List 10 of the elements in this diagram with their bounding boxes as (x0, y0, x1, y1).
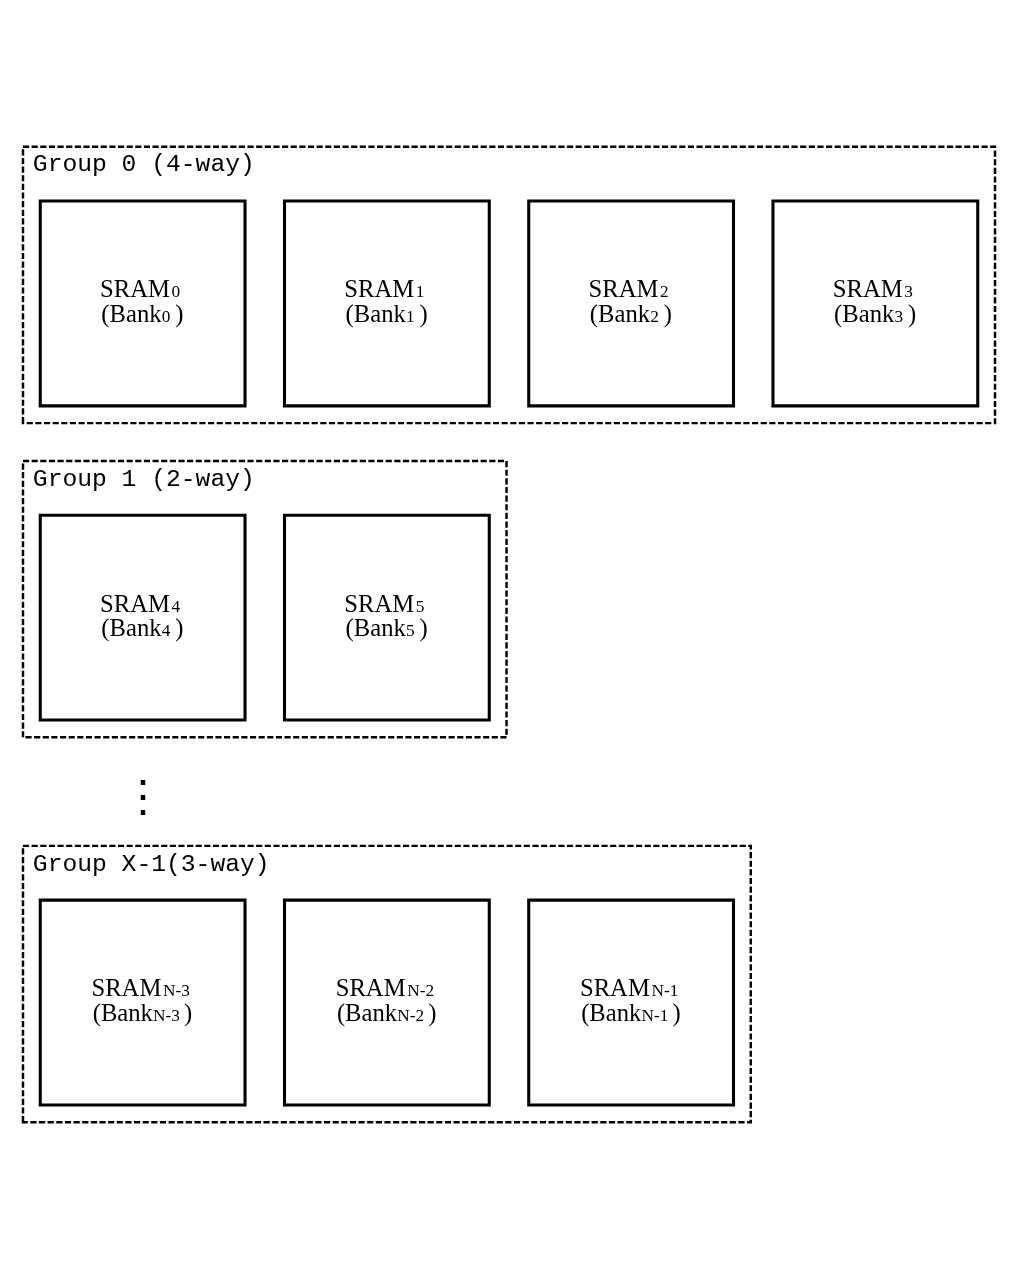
node-box: SRAM2 (Bank2) (527, 199, 736, 407)
node-box: SRAM0 (Bank0) (38, 199, 247, 407)
node-box: SRAMN-3 (BankN-3) (38, 898, 247, 1106)
node-box: SRAMN-1 (BankN-1) (527, 898, 736, 1106)
node-box: SRAM3 (Bank3) (771, 199, 980, 407)
node-box: SRAM4 (Bank4) (38, 513, 247, 722)
node-box: SRAMN-2 (BankN-2) (282, 898, 491, 1106)
node-box: SRAM5 (Bank5) (282, 513, 491, 722)
node-box: SRAM1 (Bank1) (282, 199, 491, 407)
label: ⋮ (121, 770, 166, 821)
